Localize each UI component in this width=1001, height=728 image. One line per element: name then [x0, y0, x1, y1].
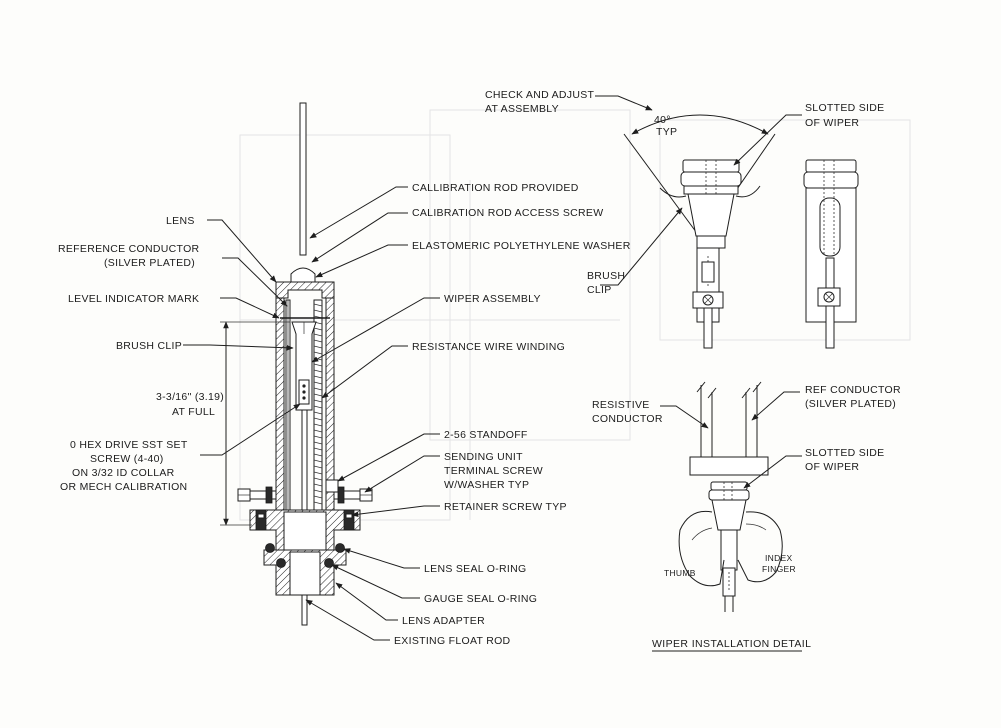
calibration-rod [299, 102, 307, 256]
label-reference-conductor-sub: (SILVER PLATED) [104, 257, 195, 269]
angle-arc [631, 114, 769, 135]
retainer-screw-left [255, 509, 267, 531]
sending-unit-section-view [220, 102, 373, 626]
gauge-seal-oring-left [276, 558, 286, 568]
lens-seal-oring-right [335, 543, 345, 553]
thumb-outline [678, 510, 725, 587]
labels-main: CALLIBRATION ROD PROVIDED CALIBRATION RO… [58, 182, 631, 647]
label-resistance-winding: RESISTANCE WIRE WINDING [412, 341, 565, 353]
terminal-screw-left [237, 486, 277, 504]
label-index-2: FINGER [762, 564, 796, 574]
gauge-seal-oring-right [324, 558, 334, 568]
label-angle-typ: TYP [656, 126, 677, 138]
label-brush-right-2: CLIP [587, 284, 612, 296]
leader-lines-main [183, 186, 440, 641]
labels-bottom-right: RESISTIVE CONDUCTOR REF CONDUCTOR (SILVE… [592, 384, 901, 652]
detail-base-plate [689, 456, 769, 476]
label-calibration-rod: CALLIBRATION ROD PROVIDED [412, 182, 579, 194]
label-retainer-screw: RETAINER SCREW TYP [444, 501, 567, 513]
label-check-adjust-2: AT ASSEMBLY [485, 103, 559, 115]
lens-seal-oring-left [265, 543, 275, 553]
label-lens-adapter: LENS ADAPTER [402, 615, 485, 627]
label-sending-unit-3: W/WASHER TYP [444, 479, 529, 491]
label-level-indicator: LEVEL INDICATOR MARK [68, 293, 199, 305]
housing-wall-left [275, 297, 285, 511]
label-elastomeric-washer: ELASTOMERIC POLYETHYLENE WASHER [412, 240, 631, 252]
label-brush-right-1: BRUSH [587, 270, 625, 282]
label-float-rod: EXISTING FLOAT ROD [394, 635, 511, 647]
standoff [325, 479, 339, 493]
label-slotted-side-bottom-2: OF WIPER [805, 461, 859, 473]
label-sending-unit-2: TERMINAL SCREW [444, 465, 543, 477]
label-gauge-seal: GAUGE SEAL O-RING [424, 593, 537, 605]
housing-cap [275, 281, 335, 299]
label-resistive-1: RESISTIVE [592, 399, 650, 411]
label-resistive-2: CONDUCTOR [592, 413, 663, 425]
label-reference-conductor: REFERENCE CONDUCTOR [58, 243, 200, 255]
label-angle: 40° [654, 114, 671, 126]
label-wiper-assembly: WIPER ASSEMBLY [444, 293, 541, 305]
label-standoff: 2-56 STANDOFF [444, 429, 528, 441]
access-screw [290, 267, 316, 283]
label-thumb: THUMB [664, 568, 696, 578]
label-brush-clip: BRUSH CLIP [116, 340, 182, 352]
housing-wall-right [325, 297, 335, 511]
wiper-side-view [803, 159, 859, 349]
label-ref-conductor-1: REF CONDUCTOR [805, 384, 901, 396]
label-slotted-side-top-2: OF WIPER [805, 117, 859, 129]
label-dimension-sub: AT FULL [172, 406, 215, 418]
label-ref-conductor-2: (SILVER PLATED) [805, 398, 896, 410]
label-hex-drive-3: ON 3/32 ID COLLAR [72, 467, 175, 479]
leader-lines-top-right [595, 95, 802, 286]
wiper-front-view [623, 114, 776, 349]
label-hex-drive-4: OR MECH CALIBRATION [60, 481, 187, 493]
label-hex-drive-2: SCREW (4-40) [90, 453, 164, 465]
wiper-body [291, 321, 317, 411]
label-lens: LENS [166, 215, 195, 227]
label-hex-drive-1: 0 HEX DRIVE SST SET [70, 439, 188, 451]
label-slotted-side-top-1: SLOTTED SIDE [805, 102, 884, 114]
leader-lines-bottom-right [660, 391, 802, 489]
labels-top-right: CHECK AND ADJUST AT ASSEMBLY 40° TYP SLO… [485, 89, 884, 296]
label-index-1: INDEX [765, 553, 793, 563]
label-dimension: 3-3/16" (3.19) [156, 391, 224, 403]
label-access-screw: CALIBRATION ROD ACCESS SCREW [412, 207, 603, 219]
label-sending-unit-1: SENDING UNIT [444, 451, 523, 463]
label-check-adjust-1: CHECK AND ADJUST [485, 89, 595, 101]
retainer-screw-right [343, 509, 355, 531]
terminal-screw-right [333, 486, 373, 504]
label-slotted-side-bottom-1: SLOTTED SIDE [805, 447, 884, 459]
detail-title: WIPER INSTALLATION DETAIL [652, 638, 811, 650]
wiper-installation-detail [678, 381, 783, 612]
label-lens-seal: LENS SEAL O-RING [424, 563, 526, 575]
index-finger-outline [737, 511, 783, 583]
